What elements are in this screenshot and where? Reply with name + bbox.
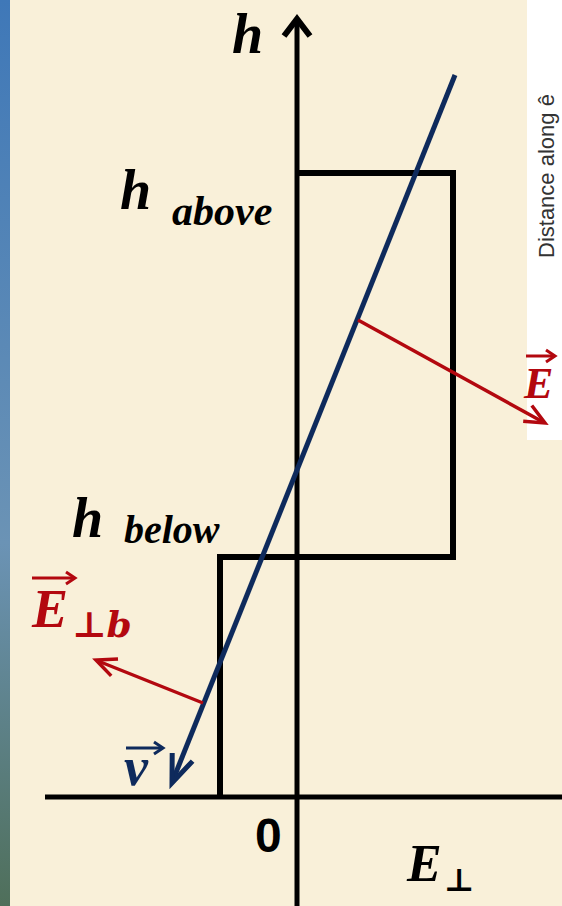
step-profile [220,173,453,797]
field-label: E [32,582,68,636]
velocity-line [173,75,455,780]
velocity-arrowhead [172,753,193,783]
vector-overarrow-head [154,742,163,754]
axis-label: h [232,6,263,62]
inset-axis-label: Distance along ê [536,94,558,258]
axis-subscript: ⊥ [444,864,475,896]
level-subscript: above [172,190,272,232]
origin-label: 0 [255,812,282,860]
background-photo-strip [0,0,10,906]
level-label: h [120,162,151,218]
field-arrowhead-above [523,406,545,424]
field-label: E [524,362,553,406]
axis-label: E [407,838,442,890]
field-arrow-above [358,320,543,422]
field-arrowhead-below [96,659,118,676]
e-axis [45,795,562,800]
vector-overarrow-head [546,350,555,362]
axis-arrowhead [284,19,310,36]
field-subscript: ⊥b [72,606,132,642]
level-label: h [72,490,103,546]
vector-overarrow [32,577,74,580]
vector-overarrow [526,355,554,358]
velocity-label: v [124,740,148,794]
field-arrow-below [98,661,203,703]
level-subscript: below [124,510,220,550]
